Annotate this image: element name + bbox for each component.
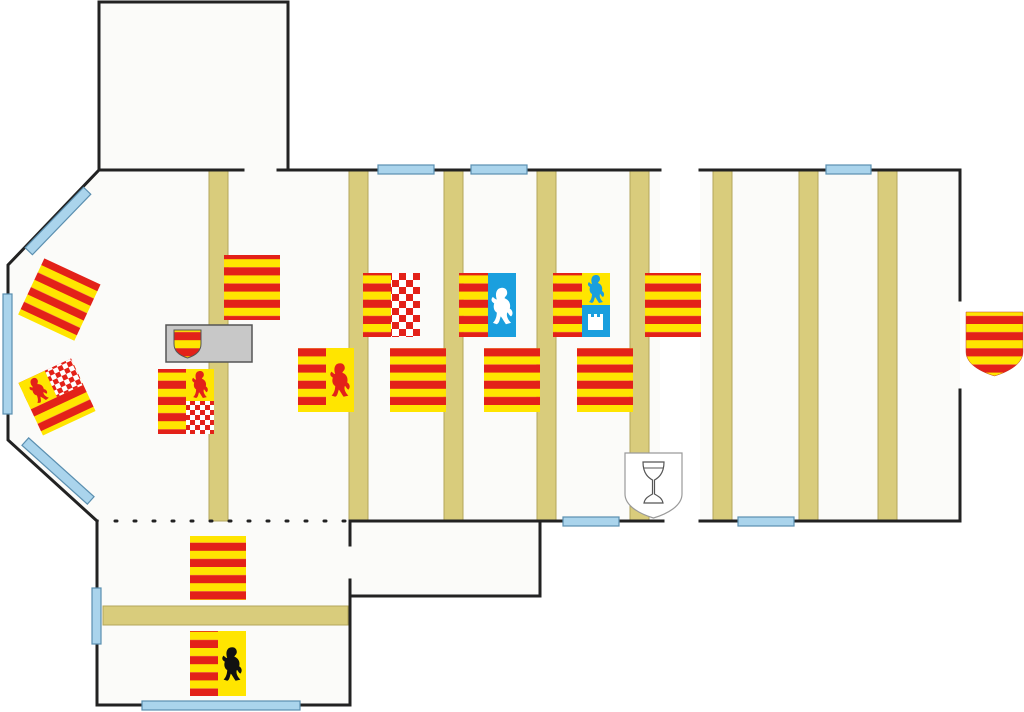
window [737, 516, 795, 527]
beam [348, 169, 369, 522]
lion-checker-banner-icon [158, 369, 214, 434]
window [2, 293, 13, 415]
striped-banner-icon [190, 536, 246, 600]
choir-striped-banner-icon [224, 255, 280, 320]
striped-banner-icon [390, 348, 446, 412]
window [91, 587, 102, 645]
striped-banner-icon [484, 348, 540, 412]
tilted-lion-checker-banner-icon [18, 358, 96, 436]
striped-checker-banner-icon [363, 273, 420, 337]
beam [102, 605, 349, 626]
window [21, 436, 95, 506]
window [562, 516, 620, 527]
striped-black-lion-banner-icon [190, 631, 246, 696]
beam [443, 169, 464, 522]
window [825, 164, 872, 175]
beam [712, 169, 733, 522]
striped-lion-castle-banner-icon [553, 273, 610, 337]
altar-icon [165, 324, 253, 363]
window [377, 164, 435, 175]
tower-wall [97, 0, 290, 172]
beam [877, 169, 898, 522]
beam [798, 169, 819, 522]
striped-blue-lion-banner-icon [459, 273, 516, 337]
roof-beams [102, 169, 898, 626]
striped-red-lion-banner-icon [298, 348, 354, 412]
windows [2, 164, 872, 711]
chalice-shield-icon [624, 452, 683, 519]
window [141, 700, 301, 711]
striped-banner-icon [645, 273, 701, 337]
chapel-wall [348, 519, 542, 598]
window [470, 164, 528, 175]
striped-banner-icon [577, 348, 633, 412]
tilted-striped-banner-icon [18, 258, 101, 341]
window [24, 186, 92, 256]
striped-shield-icon [965, 311, 1024, 377]
beam [536, 169, 557, 522]
